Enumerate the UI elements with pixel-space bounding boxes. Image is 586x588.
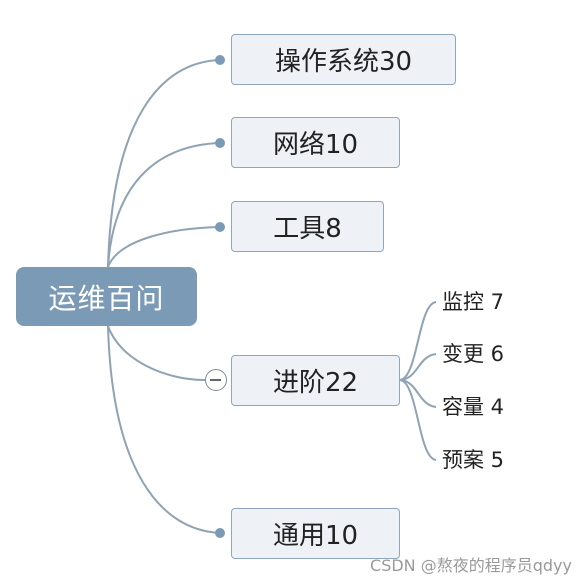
sub-node-monitoring[interactable]: 监控 7 bbox=[442, 290, 505, 314]
connector-dot-5 bbox=[215, 528, 225, 538]
root-node[interactable]: 运维百问 bbox=[16, 267, 197, 326]
connector-sub-1 bbox=[399, 301, 437, 381]
branch-node-label: 进阶22 bbox=[272, 368, 359, 398]
branch-node-os[interactable]: 操作系统30 bbox=[231, 34, 456, 85]
connector-dot-2 bbox=[215, 138, 225, 148]
sub-node-capacity[interactable]: 容量 4 bbox=[442, 395, 505, 419]
connector-branch-2 bbox=[107, 142, 221, 268]
connector-branch-3 bbox=[107, 226, 221, 268]
watermark: CSDN @熬夜的程序员qdyy bbox=[370, 556, 572, 575]
branch-node-label: 工具8 bbox=[273, 214, 342, 244]
branch-node-label: 操作系统30 bbox=[274, 47, 413, 77]
branch-node-advanced[interactable]: 进阶22 bbox=[231, 355, 400, 406]
branch-node-label: 通用10 bbox=[272, 521, 359, 551]
connector-branch-4 bbox=[107, 325, 206, 381]
branch-node-label: 网络10 bbox=[272, 130, 359, 160]
connector-dot-3 bbox=[215, 222, 225, 232]
connector-branch-1 bbox=[107, 59, 221, 268]
connector-sub-2 bbox=[399, 353, 437, 381]
branch-node-network[interactable]: 网络10 bbox=[231, 117, 400, 168]
branch-node-general[interactable]: 通用10 bbox=[231, 508, 400, 559]
connector-dot-1 bbox=[215, 55, 225, 65]
sub-node-change[interactable]: 变更 6 bbox=[442, 342, 505, 366]
branch-node-tools[interactable]: 工具8 bbox=[231, 201, 384, 252]
sub-node-plan[interactable]: 预案 5 bbox=[442, 448, 505, 472]
connector-branch-5 bbox=[107, 325, 221, 534]
connector-sub-4 bbox=[399, 379, 437, 461]
root-node-label: 运维百问 bbox=[48, 281, 165, 315]
minus-circle-icon[interactable] bbox=[205, 369, 227, 391]
